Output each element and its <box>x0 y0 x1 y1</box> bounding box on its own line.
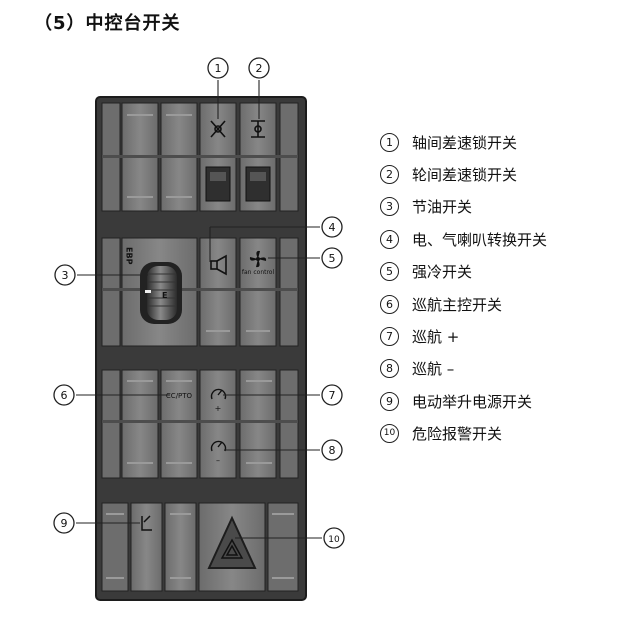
switch-row-1 <box>101 102 299 212</box>
svg-text:9: 9 <box>61 517 68 530</box>
minus-label: – <box>216 456 220 465</box>
hazard-inner-triangles <box>220 538 244 559</box>
callout-6: 6 <box>53 384 75 406</box>
legend-text: 电动举升电源开关 <box>412 392 533 411</box>
legend-item: 8 巡航 – <box>380 353 547 385</box>
callout-7: 7 <box>321 384 343 406</box>
switch-blank <box>101 369 121 479</box>
legend-text: 巡航 – <box>412 360 455 379</box>
axle-diff-lock-icon <box>210 120 226 138</box>
svg-text:1: 1 <box>215 62 222 75</box>
switch-blank <box>164 502 197 592</box>
cruise-minus-icon <box>210 440 227 452</box>
legend-number: 6 <box>380 294 399 314</box>
legend-item: 9 电动举升电源开关 <box>380 385 547 417</box>
svg-text:10: 10 <box>328 535 340 545</box>
legend-item: 2 轮间差速锁开关 <box>380 158 547 190</box>
legend-text: 轴间差速锁开关 <box>412 133 518 152</box>
switch-cruise-plus-minus <box>199 369 237 479</box>
switch-lift-power <box>130 502 163 592</box>
legend-number: 8 <box>380 359 399 379</box>
svg-text:5: 5 <box>329 252 336 265</box>
lift-icon <box>141 515 152 531</box>
legend-item: 7 巡航 + <box>380 320 547 352</box>
ebp-label: EBP <box>125 247 134 265</box>
legend-text: 电、气喇叭转换开关 <box>412 230 548 249</box>
legend-item: 1 轴间差速锁开关 <box>380 126 547 158</box>
switch-blank <box>279 369 299 479</box>
switch-blank <box>101 502 129 592</box>
legend-text: 巡航 + <box>412 328 460 347</box>
switch-row-4 <box>101 502 299 592</box>
legend-text: 强冷开关 <box>412 263 473 282</box>
section-title: （5）中控台开关 <box>34 13 181 34</box>
callout-1: 1 <box>207 57 229 79</box>
legend-text: 轮间差速锁开关 <box>412 166 518 185</box>
legend-number: 4 <box>380 229 399 249</box>
callout-2: 2 <box>248 57 270 79</box>
legend-item: 10 危险报警开关 <box>380 418 547 450</box>
switch-horn-select <box>199 237 237 347</box>
callout-8: 8 <box>321 439 343 461</box>
legend-item: 4 电、气喇叭转换开关 <box>380 223 547 255</box>
legend-item: 3 节油开关 <box>380 191 547 223</box>
callout-leaders <box>76 80 322 539</box>
cc-pto-label: CC/PTO <box>166 392 193 400</box>
legend-text: 巡航主控开关 <box>412 295 503 314</box>
switch-blank <box>267 502 299 592</box>
legend-number: 9 <box>380 391 399 411</box>
e-label: E <box>162 291 167 300</box>
legend-text: 危险报警开关 <box>412 425 503 444</box>
horn-icon <box>210 254 227 276</box>
legend-number: 5 <box>380 262 399 282</box>
hazard-triangle-icon <box>207 515 257 569</box>
fan-icon <box>249 250 267 268</box>
switch-cruise-main <box>160 369 198 479</box>
svg-text:7: 7 <box>329 389 336 402</box>
legend-item: 5 强冷开关 <box>380 256 547 288</box>
legend-text: 节油开关 <box>412 198 473 217</box>
switch-row-3: CC/PTO + – <box>101 369 299 479</box>
callout-4: 4 <box>321 216 343 238</box>
callout-9: 9 <box>53 512 75 534</box>
callout-5: 5 <box>321 247 343 269</box>
cruise-plus-icon <box>210 388 227 400</box>
plus-label: + <box>215 404 222 413</box>
legend-item: 6 巡航主控开关 <box>380 288 547 320</box>
switch-row-2: EBP E fan control <box>101 237 299 347</box>
callout-10: 10 <box>323 527 345 549</box>
switch-blank <box>121 369 159 479</box>
callout-3: 3 <box>54 264 76 286</box>
svg-text:4: 4 <box>329 221 336 234</box>
svg-text:6: 6 <box>61 389 68 402</box>
svg-text:3: 3 <box>62 269 69 282</box>
wheel-diff-lock-icon <box>251 120 265 138</box>
legend-number: 10 <box>380 424 399 444</box>
legend-number: 3 <box>380 197 399 217</box>
fan-control-label: fan control <box>242 269 275 276</box>
switch-blank <box>239 369 277 479</box>
svg-text:8: 8 <box>329 444 336 457</box>
switch-blank <box>101 237 121 347</box>
legend-list: 1 轴间差速锁开关 2 轮间差速锁开关 3 节油开关 4 电、气喇叭转换开关 5 强冷开关… <box>380 126 547 450</box>
switch-blank <box>279 237 299 347</box>
legend-number: 7 <box>380 327 399 347</box>
svg-text:2: 2 <box>256 62 263 75</box>
legend-number: 1 <box>380 132 399 152</box>
legend-number: 2 <box>380 165 399 185</box>
